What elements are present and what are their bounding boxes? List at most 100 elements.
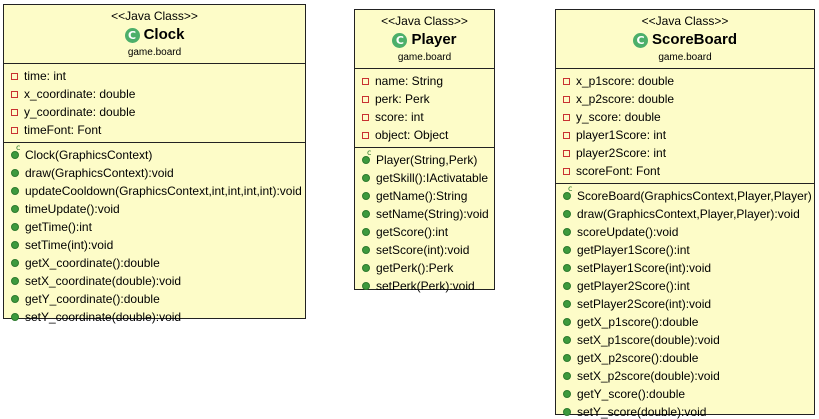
method-text: setScore(int):void <box>376 243 470 257</box>
method-text: getX_p1score():double <box>577 315 699 329</box>
method-row[interactable]: setPerk(Perk):void <box>355 277 494 295</box>
attribute-text: x_p1score: double <box>576 74 675 88</box>
method-row[interactable]: getPerk():Perk <box>355 259 494 277</box>
attribute-text: scoreFont: Font <box>576 164 661 178</box>
public-visibility-icon <box>362 210 370 218</box>
method-row[interactable]: getY_coordinate():double <box>4 290 305 308</box>
method-text: getY_coordinate():double <box>25 292 160 306</box>
method-row[interactable]: setX_p2score(double):void <box>556 367 814 385</box>
attribute-row[interactable]: score: int <box>355 108 494 126</box>
method-row[interactable]: setPlayer1Score(int):void <box>556 259 814 277</box>
private-visibility-icon <box>11 90 18 98</box>
attribute-text: player2Score: int <box>576 146 667 160</box>
private-visibility-icon <box>563 131 570 139</box>
method-text: timeUpdate():void <box>25 202 120 216</box>
private-visibility-icon <box>563 77 570 85</box>
public-visibility-icon <box>563 408 571 416</box>
attribute-row[interactable]: y_score: double <box>556 108 814 126</box>
method-row[interactable]: timeUpdate():void <box>4 200 305 218</box>
public-visibility-icon <box>563 246 571 254</box>
method-row[interactable]: scoreUpdate():void <box>556 223 814 241</box>
method-row[interactable]: setName(String):void <box>355 205 494 223</box>
constructor-text: ScoreBoard(GraphicsContext,Player,Player… <box>577 189 812 203</box>
public-visibility-icon <box>11 223 19 231</box>
public-visibility-icon <box>11 205 19 213</box>
public-visibility-icon <box>563 372 571 380</box>
constructor-icon <box>362 148 371 164</box>
public-visibility-icon <box>563 318 571 326</box>
attribute-row[interactable]: time: int <box>4 67 305 85</box>
attribute-row[interactable]: player2Score: int <box>556 144 814 162</box>
method-text: setX_coordinate(double):void <box>25 274 182 288</box>
method-text: getY_score():double <box>577 387 686 401</box>
public-visibility-icon <box>362 228 370 236</box>
attribute-text: x_p2score: double <box>576 92 675 106</box>
private-visibility-icon <box>11 108 18 116</box>
public-visibility-icon <box>362 192 370 200</box>
method-text: draw(GraphicsContext):void <box>25 166 174 180</box>
method-row[interactable]: setY_coordinate(double):void <box>4 308 305 326</box>
constructor-row[interactable]: ScoreBoard(GraphicsContext,Player,Player… <box>556 184 814 205</box>
public-visibility-icon <box>362 282 370 290</box>
operations-section: ScoreBoard(GraphicsContext,Player,Player… <box>556 184 814 419</box>
attribute-text: perk: Perk <box>375 92 430 106</box>
attribute-text: score: int <box>375 110 424 124</box>
public-visibility-icon <box>563 300 571 308</box>
method-row[interactable]: getTime():int <box>4 218 305 236</box>
method-row[interactable]: setY_score(double):void <box>556 403 814 419</box>
attribute-row[interactable]: object: Object <box>355 126 494 144</box>
constructor-row[interactable]: Clock(GraphicsContext) <box>4 143 305 164</box>
public-visibility-icon <box>563 228 571 236</box>
public-visibility-icon <box>362 174 370 182</box>
method-row[interactable]: draw(GraphicsContext,Player,Player):void <box>556 205 814 223</box>
method-row[interactable]: getPlayer2Score():int <box>556 277 814 295</box>
method-row[interactable]: getPlayer1Score():int <box>556 241 814 259</box>
public-visibility-icon <box>11 313 19 321</box>
method-row[interactable]: getY_score():double <box>556 385 814 403</box>
class-name: Clock <box>143 26 185 43</box>
attribute-row[interactable]: perk: Perk <box>355 90 494 108</box>
attribute-row[interactable]: player1Score: int <box>556 126 814 144</box>
attribute-row[interactable]: x_p2score: double <box>556 90 814 108</box>
method-row[interactable]: setTime(int):void <box>4 236 305 254</box>
attribute-row[interactable]: x_p1score: double <box>556 72 814 90</box>
method-row[interactable]: getSkill():IActivatable <box>355 169 494 187</box>
attribute-row[interactable]: scoreFont: Font <box>556 162 814 180</box>
method-row[interactable]: draw(GraphicsContext):void <box>4 164 305 182</box>
method-row[interactable]: getName():String <box>355 187 494 205</box>
attribute-row[interactable]: timeFont: Font <box>4 121 305 139</box>
method-text: getPlayer2Score():int <box>577 279 690 293</box>
private-visibility-icon <box>563 149 570 157</box>
attribute-row[interactable]: y_coordinate: double <box>4 103 305 121</box>
private-visibility-icon <box>362 131 369 139</box>
package-label: game.board <box>397 52 452 63</box>
method-row[interactable]: updateCooldown(GraphicsContext,int,int,i… <box>4 182 305 200</box>
method-row[interactable]: setScore(int):void <box>355 241 494 259</box>
attribute-row[interactable]: x_coordinate: double <box>4 85 305 103</box>
method-row[interactable]: setPlayer2Score(int):void <box>556 295 814 313</box>
private-visibility-icon <box>563 95 570 103</box>
constructor-row[interactable]: Player(String,Perk) <box>355 148 494 169</box>
attribute-text: name: String <box>375 74 444 88</box>
method-row[interactable]: setX_coordinate(double):void <box>4 272 305 290</box>
method-row[interactable]: getScore():int <box>355 223 494 241</box>
operations-section: Player(String,Perk)getSkill():IActivatab… <box>355 148 494 298</box>
public-visibility-icon <box>563 390 571 398</box>
attribute-text: timeFont: Font <box>24 123 102 137</box>
public-visibility-icon <box>563 336 571 344</box>
stereotype-label: <<Java Class>> <box>641 14 729 28</box>
method-row[interactable]: getX_coordinate():double <box>4 254 305 272</box>
method-row[interactable]: getX_p1score():double <box>556 313 814 331</box>
method-row[interactable]: getX_p2score():double <box>556 349 814 367</box>
method-text: getX_p2score():double <box>577 351 699 365</box>
method-row[interactable]: setX_p1score(double):void <box>556 331 814 349</box>
attribute-row[interactable]: name: String <box>355 72 494 90</box>
